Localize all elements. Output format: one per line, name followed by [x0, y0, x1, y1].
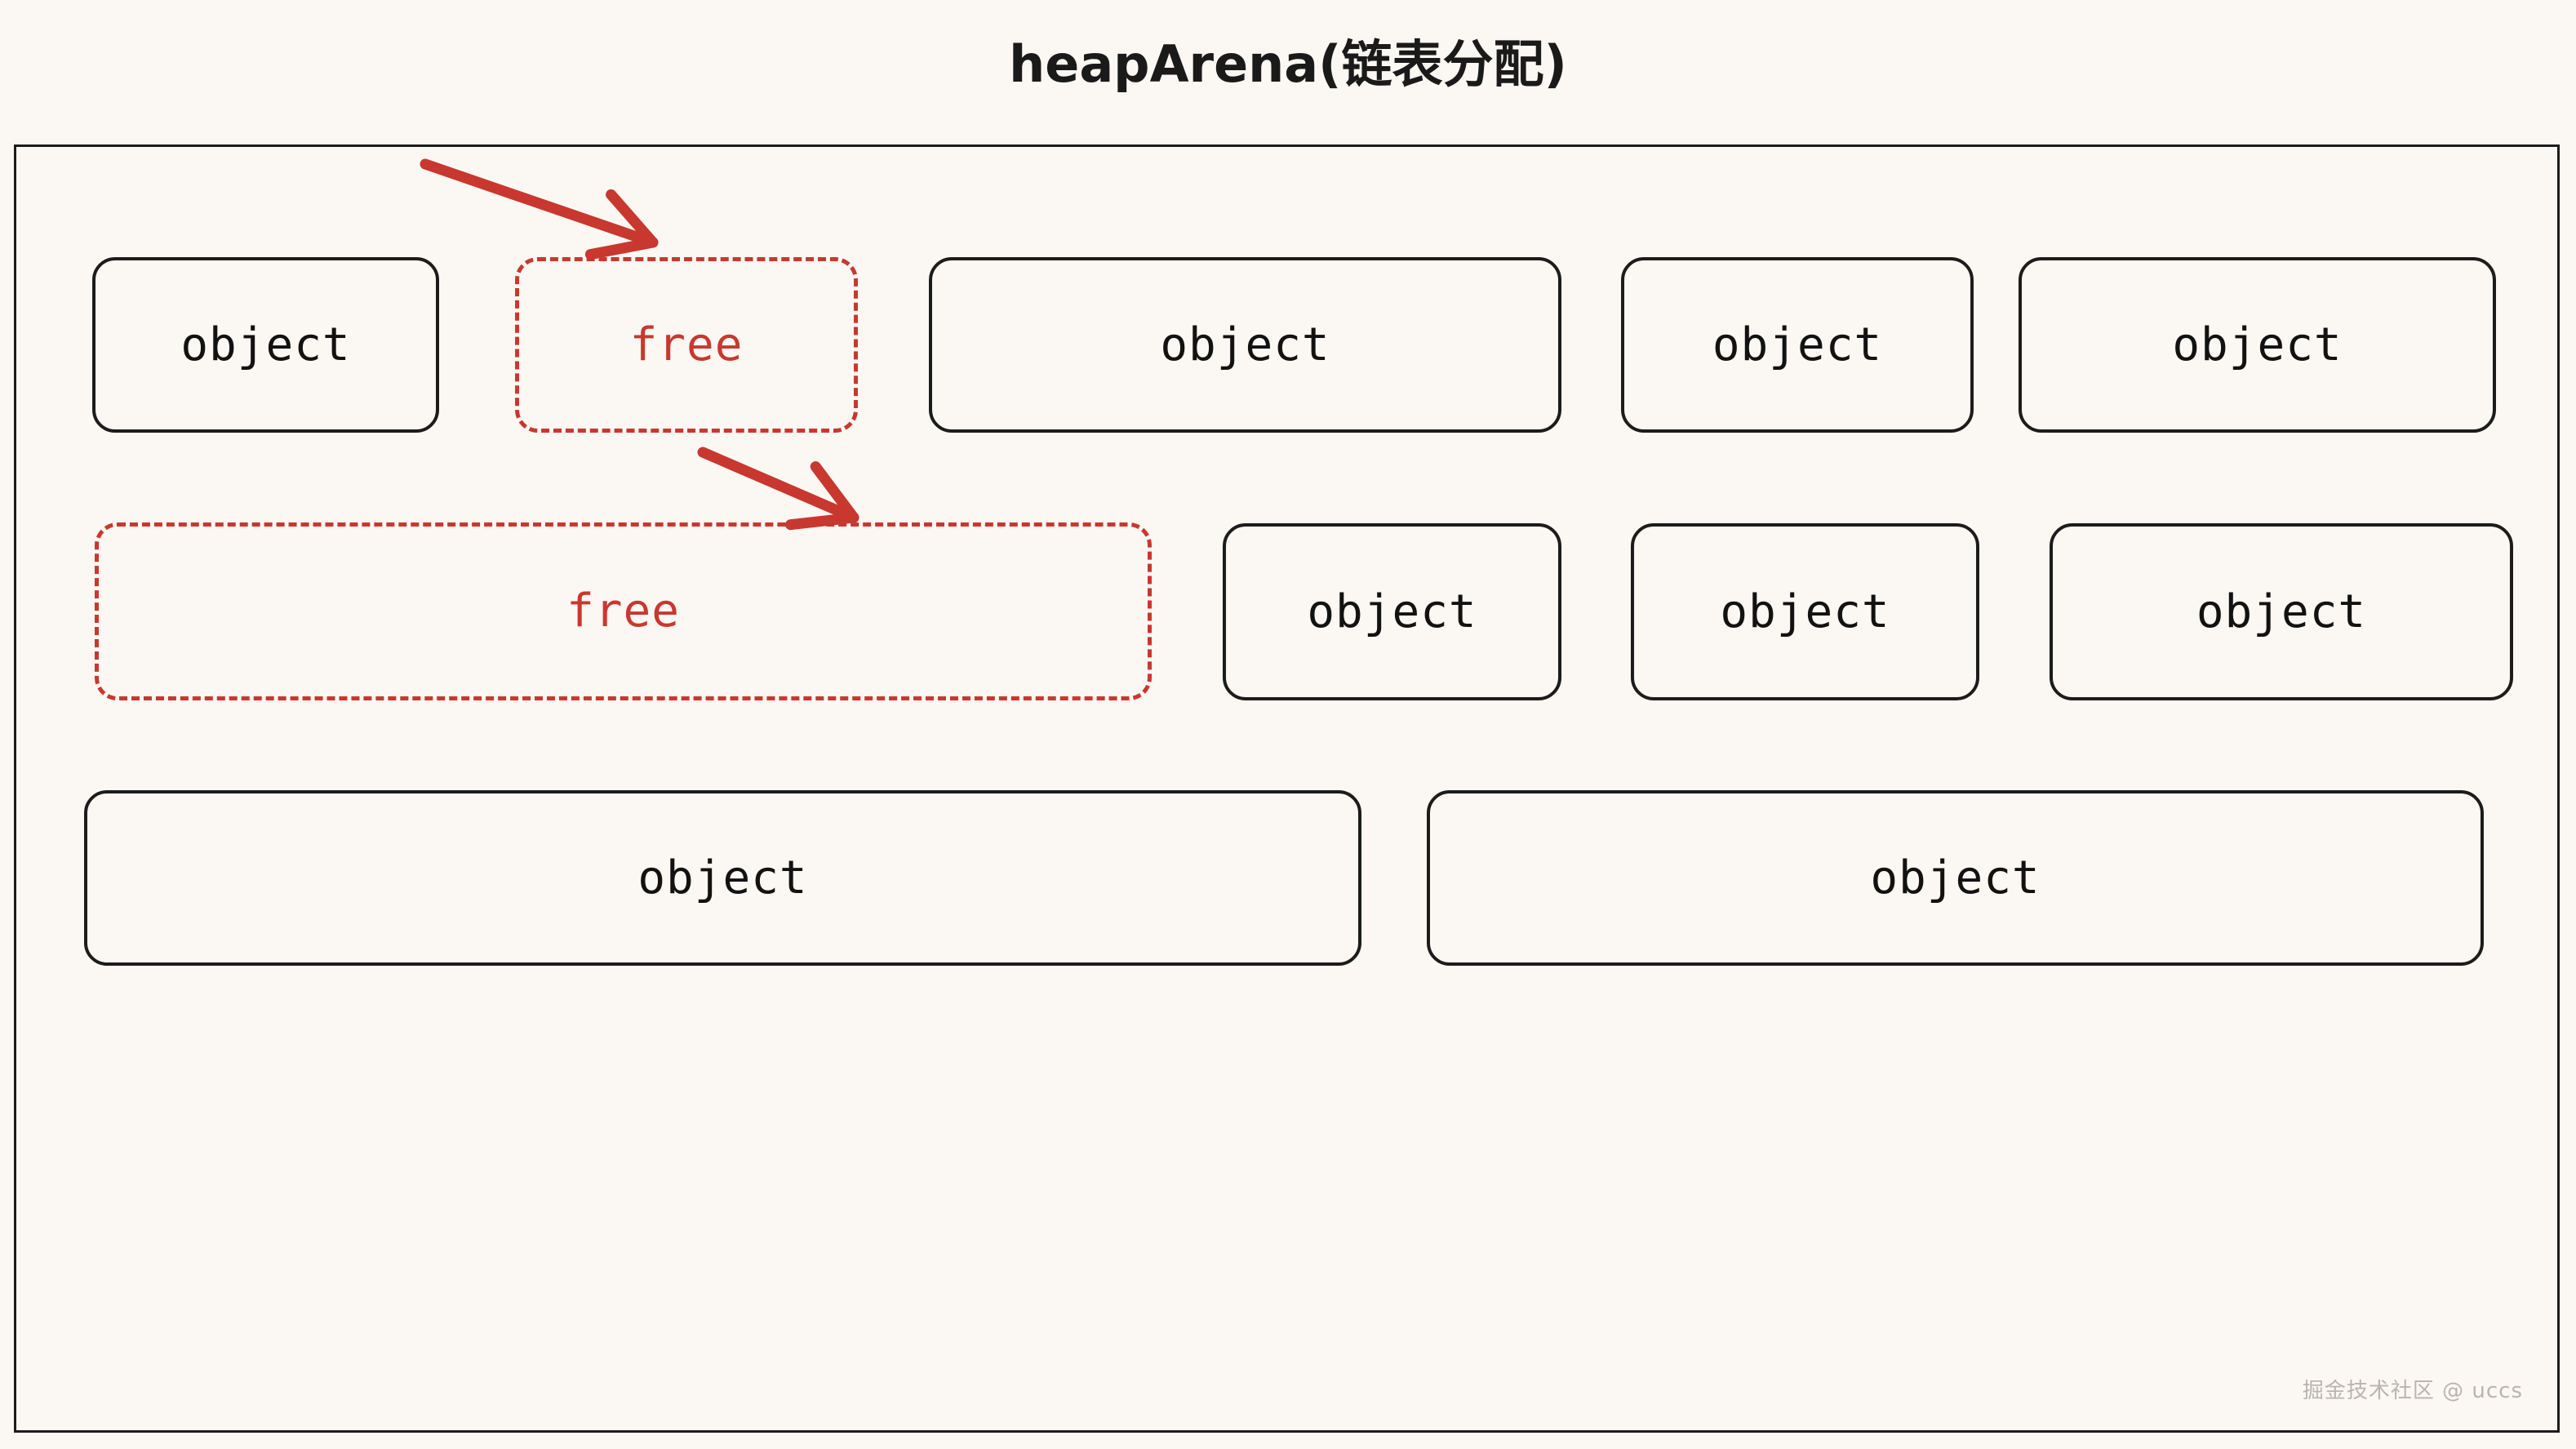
memory-block-object[interactable]: object [1631, 523, 1979, 700]
block-label: object [180, 318, 351, 371]
memory-block-object[interactable]: object [92, 257, 439, 433]
memory-block-free[interactable]: free [515, 257, 858, 433]
block-label: free [629, 318, 744, 371]
memory-block-object[interactable]: object [929, 257, 1561, 433]
block-label: object [1720, 584, 1890, 638]
memory-block-object[interactable]: object [1223, 523, 1561, 700]
memory-block-object[interactable]: object [1427, 790, 2484, 966]
page-title: heapArena(链表分配) [1009, 34, 1567, 94]
memory-block-object[interactable]: object [2050, 523, 2513, 700]
block-label: free [566, 584, 680, 638]
watermark-text: 掘金技术社区 @ uccs [2302, 1379, 2523, 1403]
block-label: object [1712, 318, 1883, 371]
memory-block-free[interactable]: free [95, 522, 1152, 700]
block-label: object [2196, 584, 2367, 638]
memory-block-object[interactable]: object [84, 790, 1361, 966]
heap-arena-container: object free object object object free ob… [14, 144, 2560, 1433]
block-label: object [2172, 318, 2343, 371]
block-label: object [1307, 584, 1477, 638]
block-label: object [637, 851, 808, 905]
memory-block-object[interactable]: object [2019, 257, 2496, 433]
block-label: object [1160, 318, 1330, 371]
memory-block-object[interactable]: object [1621, 257, 1974, 433]
block-label: object [1870, 851, 2041, 905]
